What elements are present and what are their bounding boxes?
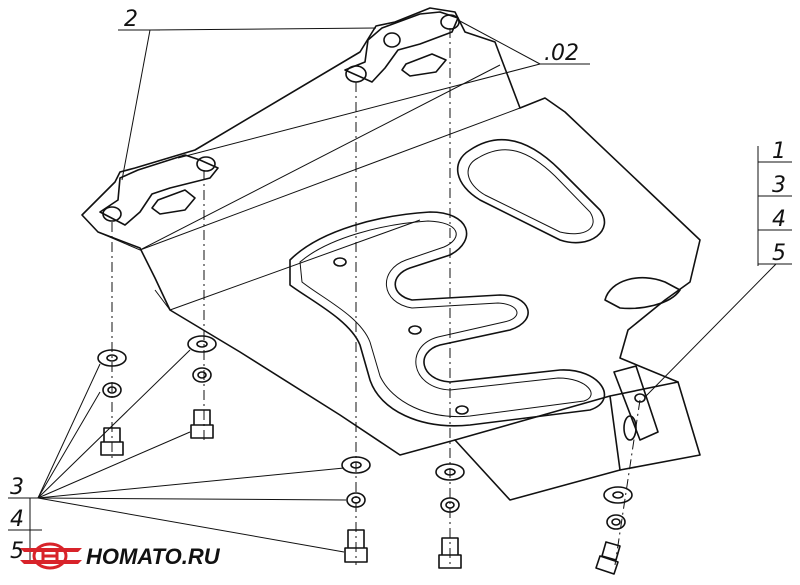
hole-2 xyxy=(408,325,422,335)
leader-l-6 xyxy=(37,497,347,501)
leader-l-7 xyxy=(37,497,345,553)
rib-right-small xyxy=(604,276,681,310)
bend-line-front-2 xyxy=(139,107,521,251)
fastener-stack-2 xyxy=(187,335,217,439)
leader-stack-right-arrow xyxy=(645,263,777,397)
rib-s-shape-inner xyxy=(299,220,592,418)
logo-mark-icon xyxy=(20,542,82,570)
bracket-right xyxy=(344,11,460,83)
slot-rear xyxy=(623,415,637,441)
rib-large-upper xyxy=(456,138,606,244)
label-right-2: 3 xyxy=(772,173,786,198)
axis-5 xyxy=(614,399,641,566)
logo-text: HOMATO.RU xyxy=(86,544,221,569)
rear-plate xyxy=(613,365,659,441)
label-left-2: 4 xyxy=(10,507,24,532)
logo: HOMATO.RU xyxy=(20,542,221,570)
leader-l-5 xyxy=(37,467,345,499)
leader-02-b xyxy=(457,19,541,65)
label-part-2: 2 xyxy=(124,7,138,32)
leader-l-4 xyxy=(37,431,191,499)
leader-l-1 xyxy=(37,363,101,499)
skid-plate-outline xyxy=(81,7,701,501)
leader-l-2 xyxy=(37,349,191,499)
label-left-1: 3 xyxy=(10,475,24,500)
rib-large-upper-inner xyxy=(467,149,594,235)
hole-1 xyxy=(333,257,347,267)
fastener-stack-5 xyxy=(595,486,633,575)
rib-s-shape xyxy=(289,211,606,427)
side-lip xyxy=(154,219,421,311)
hole-3 xyxy=(455,405,469,415)
fastener-stack-3 xyxy=(341,456,371,563)
leader-l-3 xyxy=(37,391,101,499)
label-right-4: 5 xyxy=(772,241,786,266)
leader-02-c xyxy=(177,63,541,159)
fastener-stack-4 xyxy=(435,463,465,569)
fastener-stack-1 xyxy=(97,349,127,456)
leader-2-c xyxy=(149,27,377,31)
bracket-left xyxy=(99,154,219,226)
label-left-3: 5 xyxy=(10,539,24,564)
leader-2-b xyxy=(121,29,151,181)
label-ref-02: .02 xyxy=(544,41,579,66)
label-right-1: 1 xyxy=(772,139,786,164)
label-right-3: 4 xyxy=(772,207,786,232)
